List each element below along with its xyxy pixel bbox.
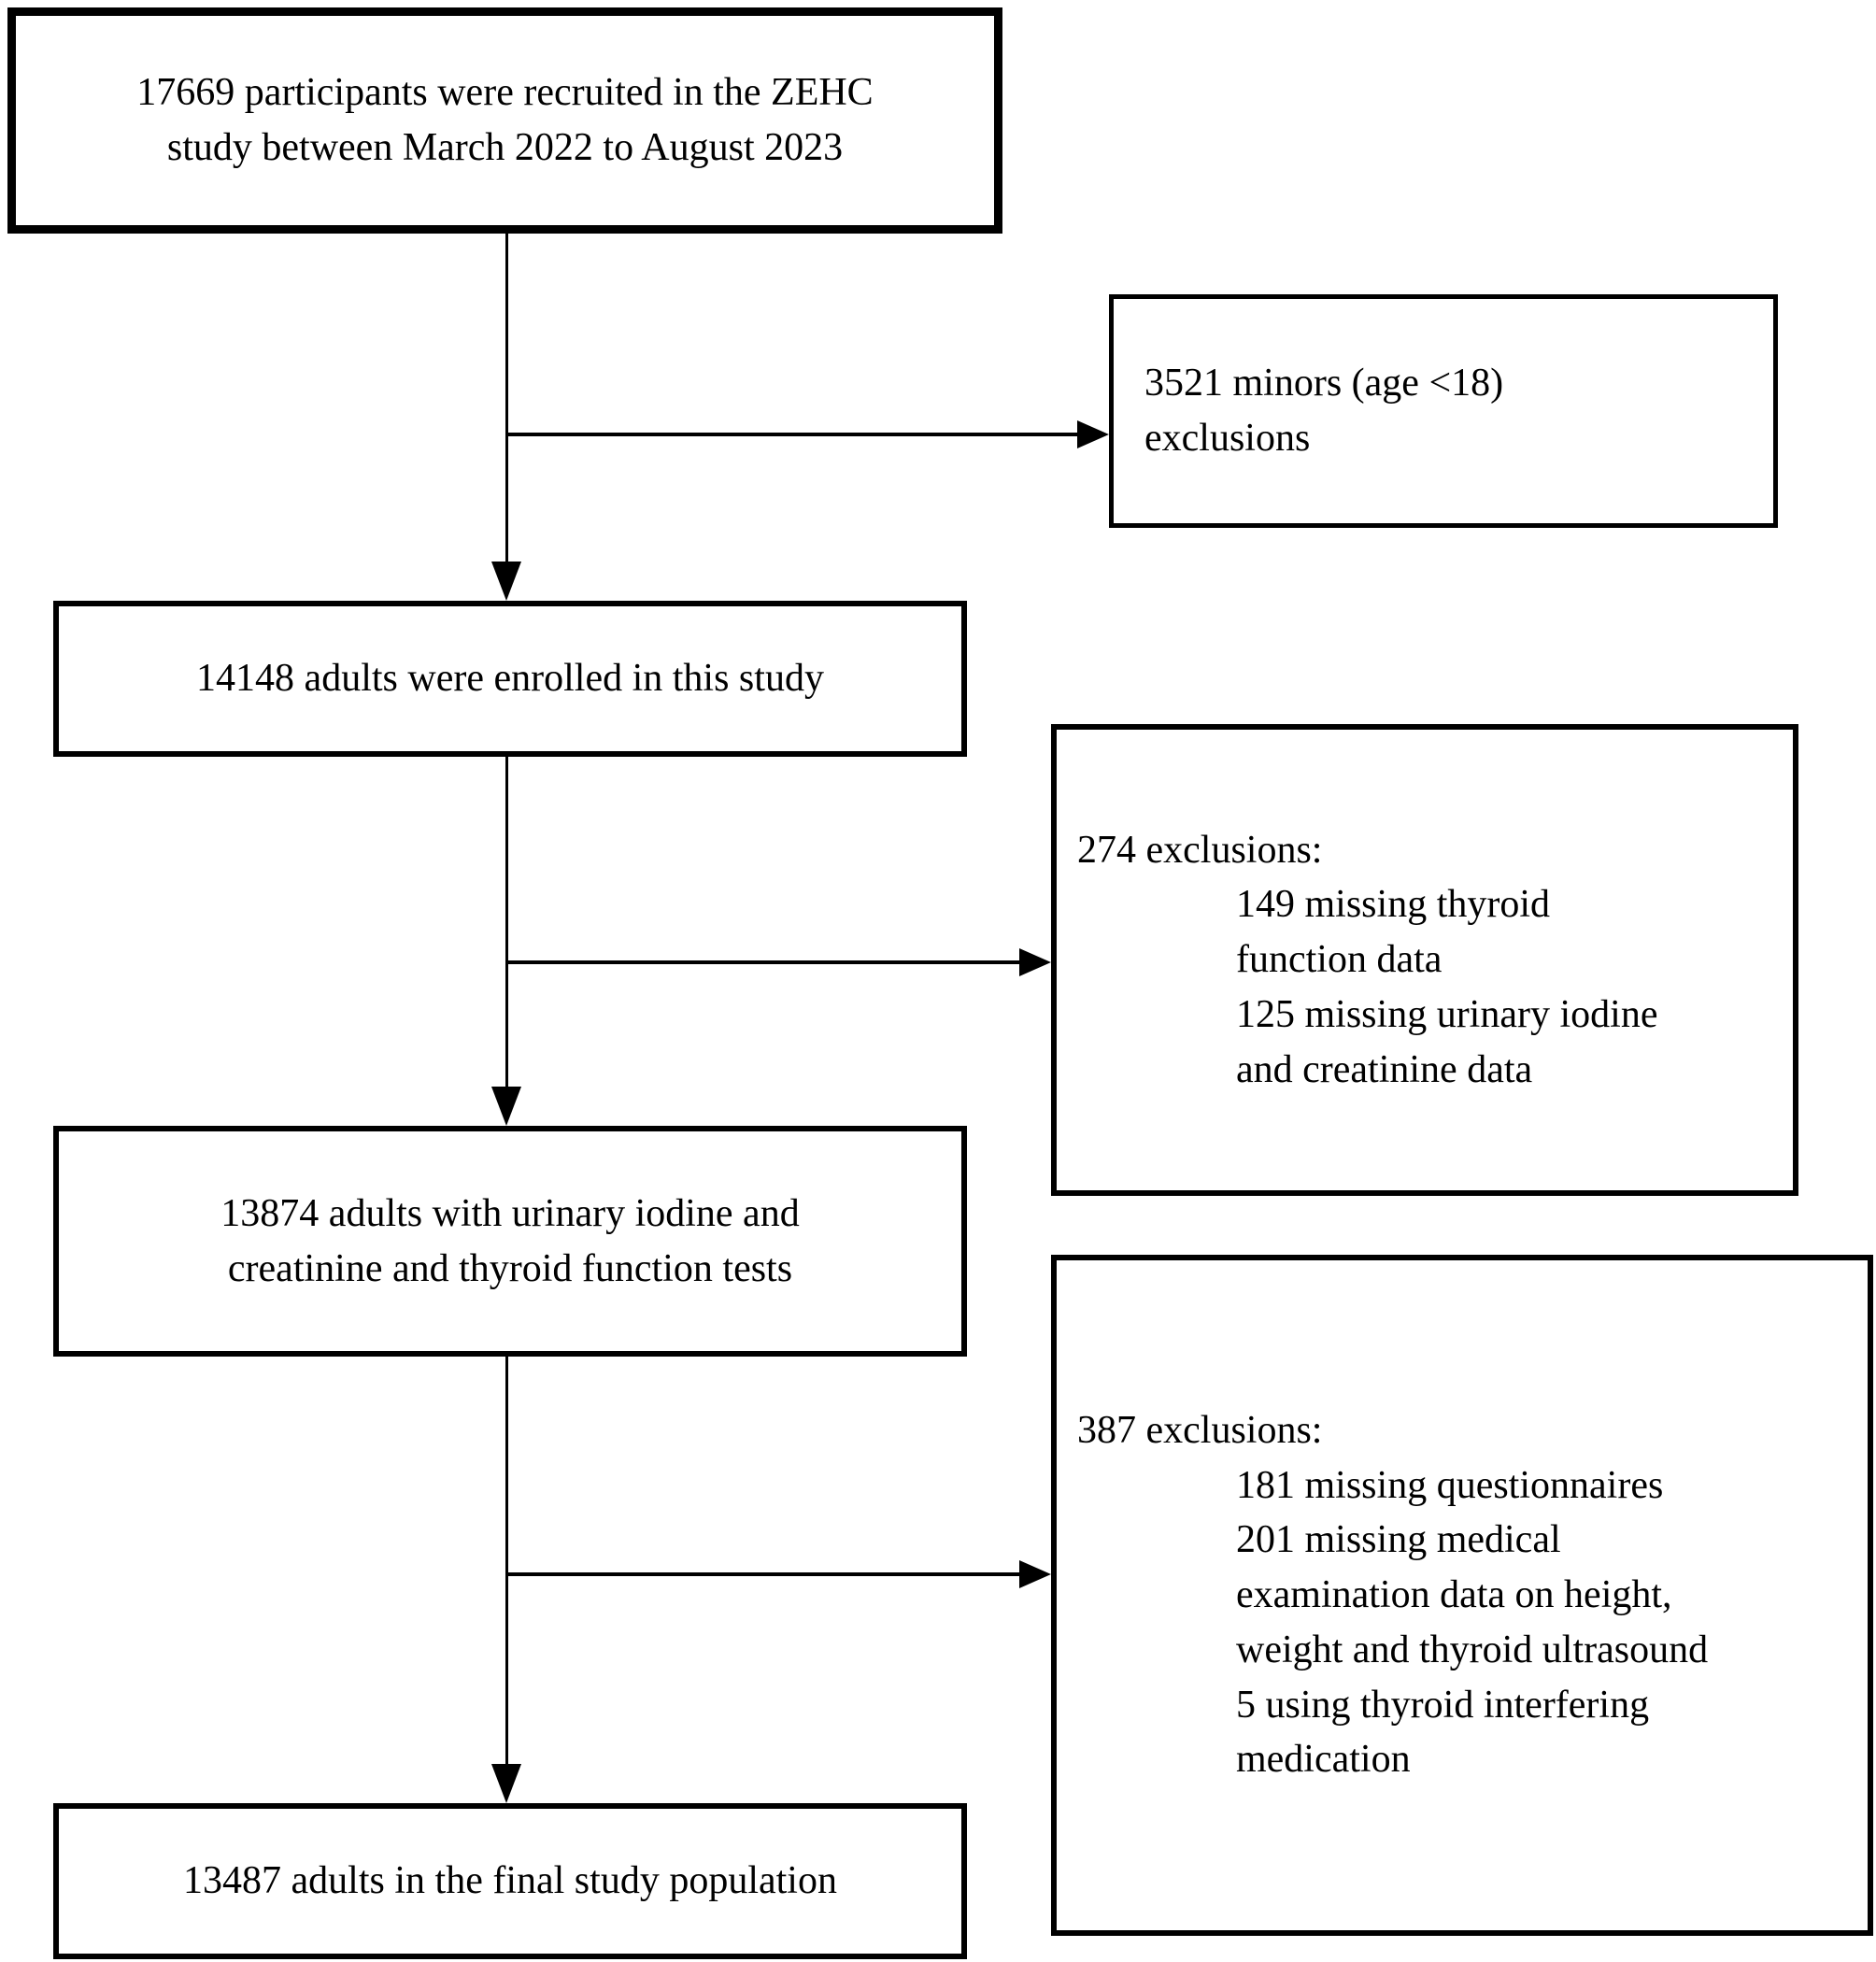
exclusions-274-item: 149 missing thyroid function data [1236,883,1551,982]
arrowhead-down-tests-icon [491,1087,521,1126]
arrowhead-right-387-icon [1019,1560,1051,1588]
arrowhead-right-minors-icon [1077,420,1109,448]
exclusions-387-items: 181 missing questionnaires 201 missing m… [1236,1458,1849,1788]
exclusions-387-label: 387 exclusions: [1077,1408,1323,1452]
box-minors-excluded: 3521 minors (age <18) exclusions [1109,294,1778,528]
connector-enrolled-to-tests [505,757,508,1093]
box-final-population: 13487 adults in the final study populati… [53,1803,967,1959]
box-final-population-text: 13487 adults in the final study populati… [183,1859,837,1903]
connector-branch-387 [505,1572,1025,1576]
box-with-tests: 13874 adults with urinary iodine and cre… [53,1126,967,1357]
connector-branch-274 [505,960,1025,964]
box-enrolled-text: 14148 adults were enrolled in this study [196,657,824,701]
arrowhead-down-enrolled-icon [491,562,521,601]
exclusions-387-item: 201 missing medical examination data on … [1236,1518,1709,1671]
exclusions-274-label: 274 exclusions: [1077,828,1323,872]
box-with-tests-text: 13874 adults with urinary iodine and cre… [220,1191,800,1290]
connector-recruited-to-enrolled [505,234,508,566]
box-exclusions-387: 387 exclusions: 181 missing questionnair… [1051,1255,1873,1936]
box-recruited: 17669 participants were recruited in the… [7,7,1002,234]
exclusions-387-item: 181 missing questionnaires [1236,1463,1664,1507]
box-exclusions-274: 274 exclusions: 149 missing thyroid func… [1051,724,1798,1196]
arrowhead-right-274-icon [1019,948,1051,976]
box-enrolled: 14148 adults were enrolled in this study [53,601,967,757]
exclusions-387-item: 5 using thyroid interfering medication [1236,1683,1650,1782]
box-recruited-text: 17669 participants were recruited in the… [136,71,874,169]
connector-tests-to-final [505,1357,508,1770]
box-minors-excluded-text: 3521 minors (age <18) exclusions [1144,362,1504,460]
exclusions-274-items: 149 missing thyroid function data 125 mi… [1236,877,1774,1097]
connector-branch-minors [505,433,1081,436]
exclusions-274-item: 125 missing urinary iodine and creatinin… [1236,992,1658,1091]
arrowhead-down-final-icon [491,1764,521,1803]
